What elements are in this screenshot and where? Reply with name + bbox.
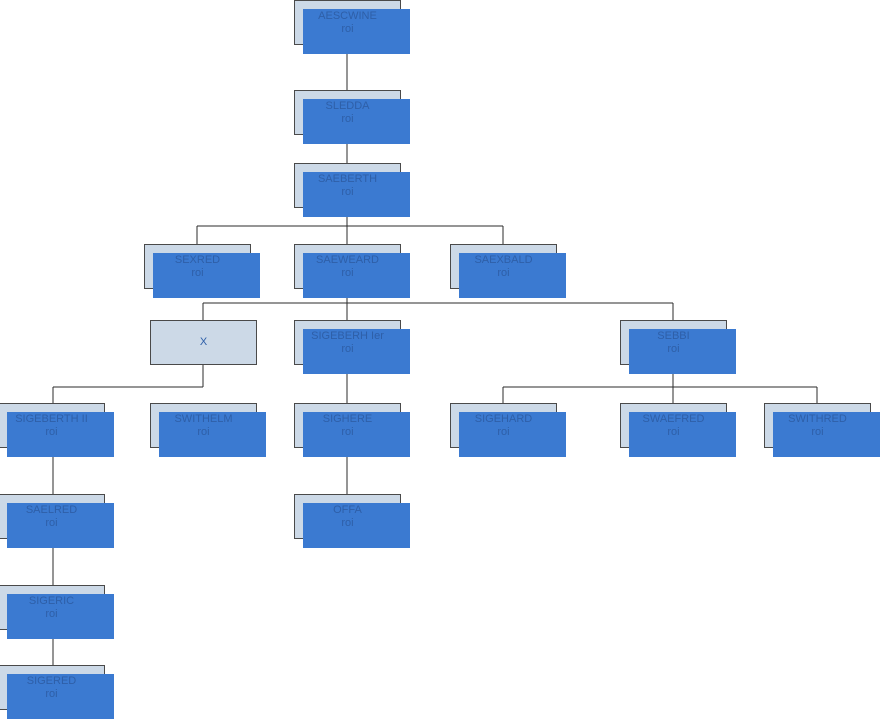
node-name-label: SEXRED — [174, 253, 221, 266]
node-name-label: X — [199, 336, 208, 348]
node-name-label: SIGHERE — [322, 412, 373, 425]
node-role-label: roi — [45, 687, 58, 700]
connector-line — [52, 365, 204, 403]
node-name-label: SAEWEARD — [316, 253, 379, 266]
node-role-label: roi — [341, 516, 354, 529]
node-name-label: AESCWINE — [318, 9, 377, 22]
node-role-label: roi — [45, 607, 58, 620]
node-shadow — [159, 412, 266, 457]
node-role-label: roi — [667, 342, 680, 355]
node-name-label: SEBBI — [657, 329, 690, 342]
node-name-label: SWAEFRED — [642, 412, 705, 425]
node-shadow — [7, 503, 114, 548]
node-shadow — [629, 412, 736, 457]
node-name-label: SLEDDA — [325, 99, 370, 112]
node-shadow — [303, 503, 410, 548]
node-name-label: OFFA — [333, 503, 362, 516]
node-shadow — [303, 329, 410, 374]
node-role-label: roi — [341, 112, 354, 125]
node-role-label: roi — [341, 185, 354, 198]
node-role-label: roi — [197, 425, 210, 438]
node-role-label: roi — [811, 425, 824, 438]
node-role-label: roi — [341, 22, 354, 35]
node-role-label: roi — [45, 516, 58, 529]
node-name-label: SAEXBALD — [474, 253, 533, 266]
node-role-label: roi — [45, 425, 58, 438]
node-role-label: roi — [341, 266, 354, 279]
node-name-label: SWITHRED — [788, 412, 847, 425]
node-role-label: roi — [191, 266, 204, 279]
node-shadow — [7, 594, 114, 639]
node-shadow — [7, 674, 114, 719]
node-shadow — [459, 412, 566, 457]
node-shadow — [303, 99, 410, 144]
node-name-label: SIGERIC — [28, 594, 75, 607]
connector-line — [202, 289, 674, 320]
node-role-label: roi — [667, 425, 680, 438]
node-name-label: SAELRED — [25, 503, 78, 516]
node-name-label: SAEBERTH — [317, 172, 378, 185]
node-name-label: SWITHELM — [174, 412, 233, 425]
node-role-label: roi — [341, 425, 354, 438]
node-name-label: SIGEBERTH II — [15, 412, 88, 425]
node-shadow — [303, 9, 410, 54]
node-role-label: roi — [497, 425, 510, 438]
node-shadow — [773, 412, 880, 457]
node-name-label: SIGEBERH Ier — [311, 329, 384, 342]
node-role-label: roi — [341, 342, 354, 355]
node-role-label: roi — [497, 266, 510, 279]
node-x[interactable]: X — [150, 320, 257, 365]
node-shadow — [303, 412, 410, 457]
node-name-label: SIGERED — [26, 674, 77, 687]
node-shadow — [7, 412, 114, 457]
node-name-label: SIGEHARD — [474, 412, 533, 425]
